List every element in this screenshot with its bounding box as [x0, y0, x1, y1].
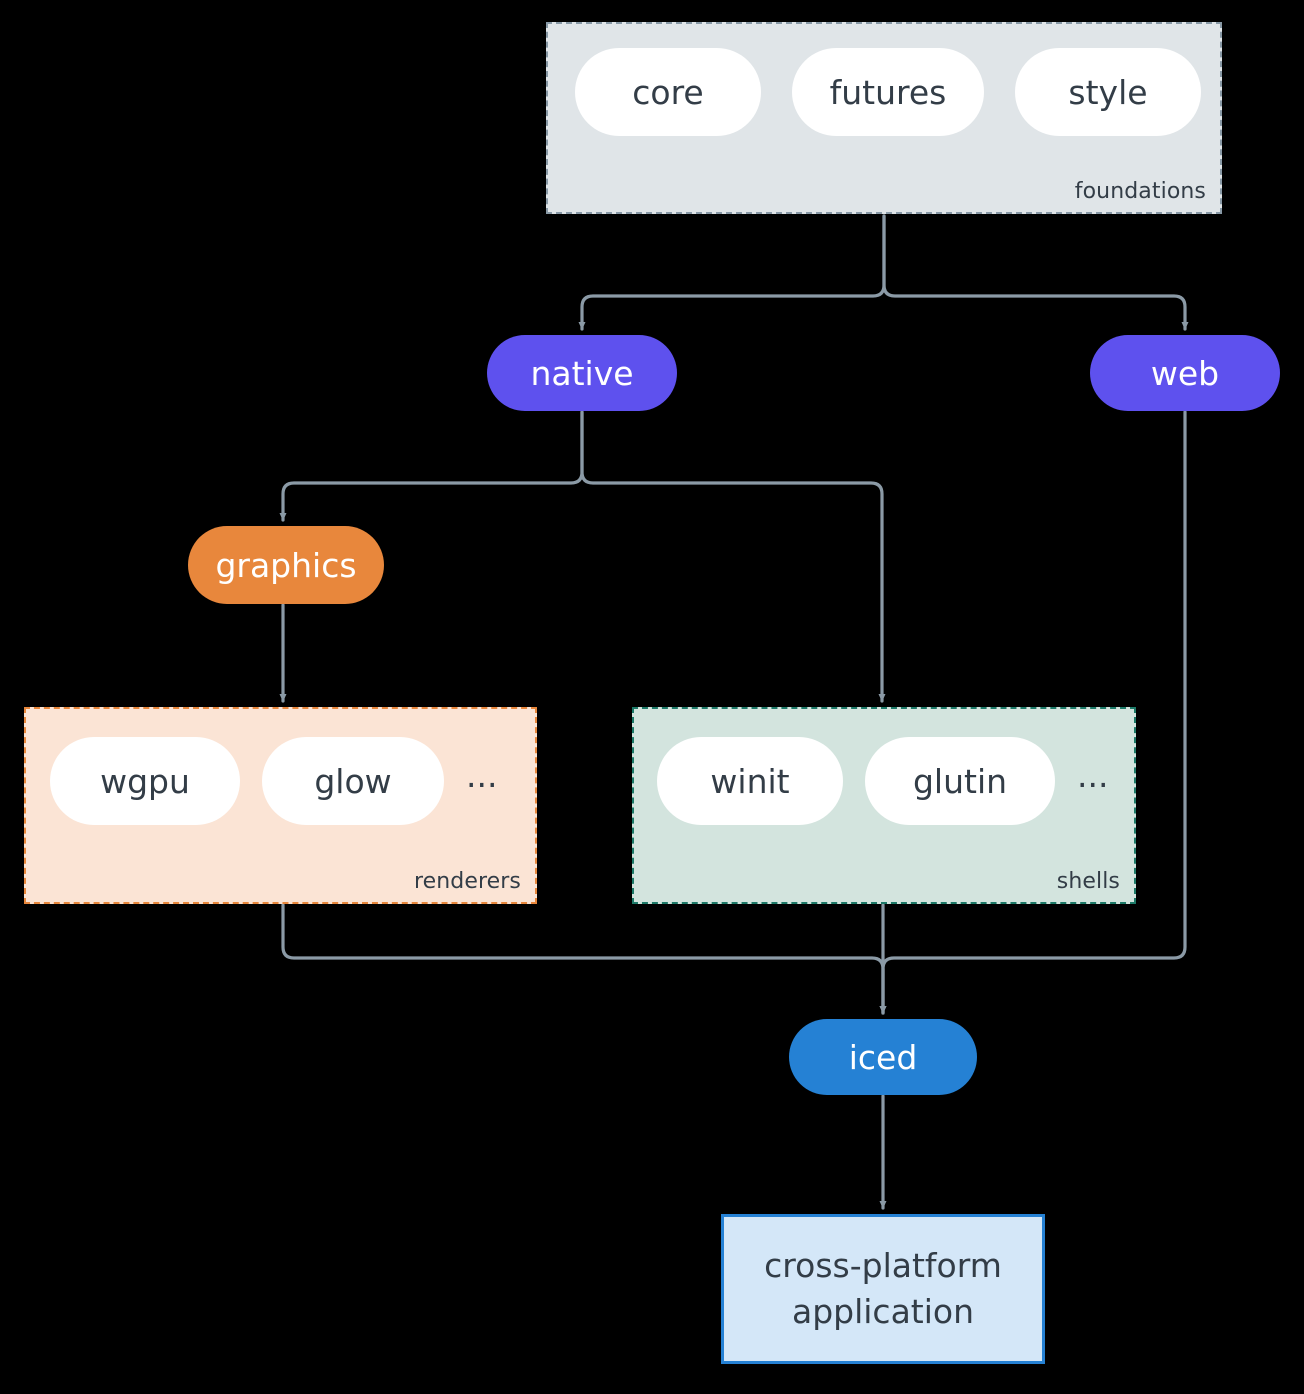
node-native[interactable]: native	[487, 335, 677, 411]
edge-native-shells	[580, 410, 886, 703]
pill-futures[interactable]: futures	[792, 48, 984, 136]
cluster-foundations: core futures style foundations	[546, 22, 1222, 214]
node-graphics-label: graphics	[215, 545, 357, 585]
node-native-label: native	[530, 353, 634, 393]
node-cross-platform-application[interactable]: cross-platform application	[721, 1214, 1045, 1364]
pill-futures-label: futures	[829, 72, 947, 112]
pill-glow[interactable]: glow	[262, 737, 444, 825]
pill-glow-label: glow	[314, 761, 392, 801]
cluster-renderers: wgpu glow ... renderers	[24, 707, 537, 904]
edge-foundations-web	[882, 214, 1189, 331]
pill-winit[interactable]: winit	[657, 737, 843, 825]
cluster-renderers-label: renderers	[413, 869, 521, 894]
node-iced[interactable]: iced	[789, 1019, 977, 1095]
node-web[interactable]: web	[1090, 335, 1280, 411]
pill-winit-label: winit	[710, 761, 790, 801]
edge-native-graphics	[279, 410, 584, 522]
application-label-line1: cross-platform	[764, 1246, 1002, 1286]
pill-wgpu-label: wgpu	[100, 761, 190, 801]
pill-core[interactable]: core	[575, 48, 761, 136]
pill-wgpu[interactable]: wgpu	[50, 737, 240, 825]
cluster-shells: winit glutin ... shells	[632, 707, 1136, 904]
application-label-line2: application	[791, 1292, 975, 1331]
cluster-shells-label: shells	[1056, 869, 1120, 894]
pill-glutin[interactable]: glutin	[865, 737, 1055, 825]
shells-ellipsis: ...	[1077, 755, 1109, 795]
edge-renderers-iced	[281, 903, 887, 1015]
node-iced-label: iced	[848, 1037, 918, 1077]
edge-foundations-native	[578, 214, 886, 331]
node-graphics[interactable]: graphics	[188, 526, 384, 604]
pill-core-label: core	[632, 72, 704, 112]
pill-style[interactable]: style	[1015, 48, 1201, 136]
pill-glutin-label: glutin	[912, 761, 1008, 801]
cluster-foundations-label: foundations	[1074, 179, 1206, 204]
pill-style-label: style	[1068, 72, 1148, 112]
node-web-label: web	[1150, 353, 1220, 393]
renderers-ellipsis: ...	[466, 755, 498, 795]
